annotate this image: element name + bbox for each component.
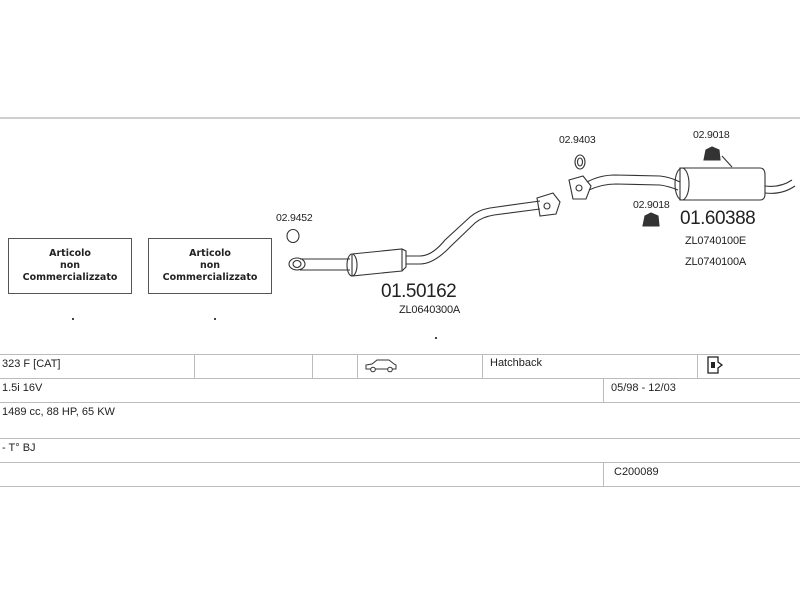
rear-silencer-code-1: ZL0740100E [685, 235, 746, 247]
front-silencer-part [346, 248, 407, 277]
table-rule [0, 462, 800, 463]
table-divider [482, 354, 483, 378]
not-sold-line3: Commercializzato [22, 272, 118, 283]
table-rule [0, 354, 800, 355]
table-divider [603, 462, 604, 486]
table-divider [697, 354, 698, 378]
model-cell: 323 F [CAT] [2, 358, 61, 370]
dot-marker [214, 318, 216, 320]
top-border [0, 117, 800, 119]
front-flange [536, 192, 561, 217]
table-rule [0, 438, 800, 439]
table-divider [194, 354, 195, 378]
ring-part-number: 02.9452 [276, 212, 313, 224]
rear-silencer-number: 01.60388 [680, 208, 756, 229]
document-icon [706, 356, 724, 377]
table-rule [0, 378, 800, 379]
rear-flange [568, 175, 592, 200]
rear-silencer-code-2: ZL0740100A [685, 256, 746, 268]
table-divider [603, 378, 604, 402]
body-type-cell: Hatchback [490, 357, 542, 369]
car-icon [364, 357, 398, 376]
not-sold-box: Articolo non Commercializzato [148, 238, 272, 294]
catalog-code-cell: C200089 [614, 466, 659, 478]
table-divider [312, 354, 313, 378]
mid-pipe [406, 200, 541, 265]
front-silencer-number: 01.50162 [381, 281, 457, 302]
dot-marker [72, 318, 74, 320]
note-cell: - T° BJ [2, 442, 36, 454]
table-rule [0, 486, 800, 487]
not-sold-line1: Articolo [189, 248, 231, 259]
hanger-top-part [703, 146, 733, 168]
table-rule [0, 402, 800, 403]
gasket-part-number: 02.9403 [559, 134, 596, 146]
ring-clamp-part [286, 228, 300, 244]
hanger-bottom-part-number: 02.9018 [633, 199, 670, 211]
not-sold-line2: non [59, 260, 81, 271]
front-silencer-code: ZL0640300A [399, 304, 460, 316]
rear-silencer-part [674, 167, 796, 201]
years-cell: 05/98 - 12/03 [611, 382, 676, 394]
front-pipe-section [288, 257, 350, 271]
engine-cell: 1.5i 16V [2, 382, 43, 394]
gasket-part [574, 154, 586, 170]
rear-inlet-pipe [586, 174, 681, 191]
hanger-bottom-part [642, 212, 660, 227]
not-sold-line3: Commercializzato [162, 272, 258, 283]
specs-cell: 1489 cc, 88 HP, 65 KW [2, 406, 115, 418]
not-sold-line2: non [199, 260, 221, 271]
hanger-top-part-number: 02.9018 [693, 129, 730, 141]
not-sold-line1: Articolo [49, 248, 91, 259]
table-divider [357, 354, 358, 378]
not-sold-box: Articolo non Commercializzato [8, 238, 132, 294]
dot-marker [435, 337, 437, 339]
